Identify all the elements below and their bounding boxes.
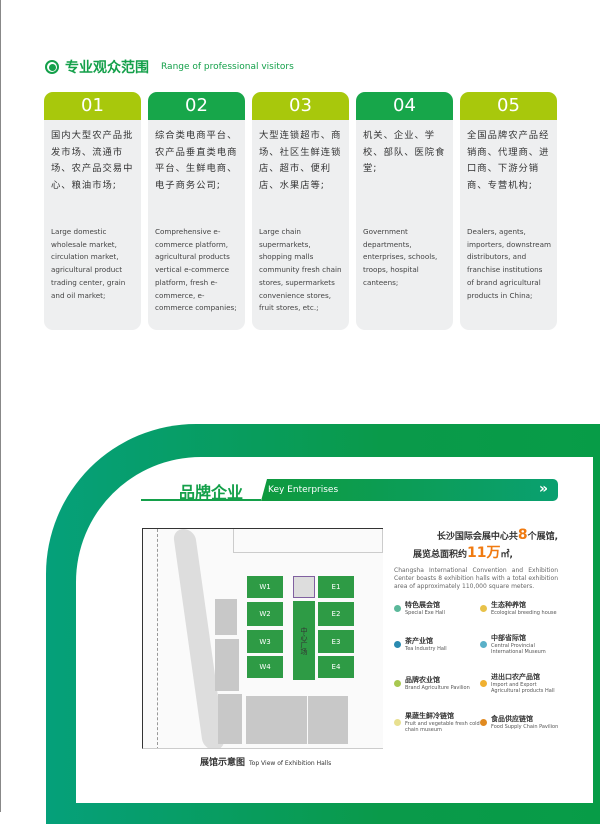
enterprises-header: 品牌企业 Key Enterprises » bbox=[141, 479, 558, 502]
card-en: Government departments, enterprises, sch… bbox=[363, 227, 438, 287]
visitors-subtitle: Range of professional visitors bbox=[161, 62, 294, 72]
venue-headline-2: 展览总面积约11万㎡, bbox=[394, 545, 558, 564]
visitor-card: 02 综合类电商平台、农产品垂直类电商平台、生鲜电商、电子商务公司; Compreh… bbox=[148, 92, 245, 330]
text: 个展馆, bbox=[527, 532, 558, 542]
card-zh: 国内大型农产品批发市场、流通市场、农产品交易中心、粮油市场; bbox=[51, 130, 134, 191]
caption-zh: 展馆示意图 bbox=[200, 758, 246, 768]
area-value: 11万 bbox=[467, 545, 501, 561]
visitors-title: 专业观众范围 bbox=[65, 60, 149, 76]
legend-en: Central Provincial International Museum bbox=[491, 643, 546, 655]
card-number: 05 bbox=[460, 92, 557, 120]
legend-zh: 特色展会馆 bbox=[405, 601, 440, 609]
legend-dot-icon bbox=[394, 604, 401, 612]
entrance-building bbox=[293, 576, 315, 598]
hall-count: 8 bbox=[517, 527, 528, 543]
text: ㎡, bbox=[500, 550, 513, 560]
exhibition-map: W1 W2 W3 W4 中心广场 E1 E2 E3 E4 bbox=[142, 528, 383, 749]
card-number: 04 bbox=[356, 92, 453, 120]
parking-lot bbox=[308, 696, 348, 744]
visitors-section-title: 专业观众范围 Range of professional visitors bbox=[45, 57, 294, 77]
legend-en: Fruit and vegetable fresh cold chain mus… bbox=[405, 721, 480, 733]
caption-en: Top View of Exhibition Halls bbox=[249, 760, 332, 767]
legend-zh: 食品供应链馆 bbox=[491, 715, 533, 723]
venue-info: 长沙国际会展中心共8个展馆, 展览总面积约11万㎡, Changsha Inte… bbox=[394, 528, 558, 591]
hall-e3[interactable]: E3 bbox=[318, 630, 354, 653]
card-en: Large chain supermarkets, shopping malls… bbox=[259, 227, 342, 313]
legend-dot-icon bbox=[394, 679, 401, 687]
legend-zh: 茶产业馆 bbox=[405, 637, 433, 645]
center-square[interactable]: 中心广场 bbox=[293, 601, 315, 680]
card-en: Comprehensive e-commerce platform, agric… bbox=[155, 227, 237, 313]
visitor-card: 04 机关、企业、学校、部队、医院食堂; Government department… bbox=[356, 92, 453, 330]
text: 长沙国际会展中心共 bbox=[436, 532, 518, 542]
card-number: 03 bbox=[252, 92, 349, 120]
card-zh: 全国品牌农产品经销商、代理商、进口商、下游分销商、专营机构; bbox=[467, 130, 550, 191]
card-number: 01 bbox=[44, 92, 141, 120]
legend-zh: 品牌农业馆 bbox=[405, 676, 440, 684]
legend-en: Special Exe Hall bbox=[405, 610, 445, 616]
legend-zh: 中部省际馆 bbox=[491, 634, 526, 642]
header-band bbox=[261, 479, 558, 501]
hall-e4[interactable]: E4 bbox=[318, 656, 354, 678]
hall-w3[interactable]: W3 bbox=[247, 630, 283, 653]
parking-lot bbox=[215, 639, 239, 691]
legend-en: Ecological breeding house bbox=[491, 610, 557, 616]
legend-zh: 生态种养馆 bbox=[491, 601, 526, 609]
card-en: Dealers, agents, importers, downstream d… bbox=[467, 227, 552, 300]
venue-headline-1: 长沙国际会展中心共8个展馆, bbox=[394, 528, 558, 545]
legend-dot-icon bbox=[480, 718, 487, 726]
legend-dot-icon bbox=[480, 679, 487, 687]
card-zh: 机关、企业、学校、部队、医院食堂; bbox=[363, 130, 446, 174]
legend-en: Tea Industry Hall bbox=[405, 646, 447, 652]
enterprises-subtitle: Key Enterprises bbox=[268, 485, 339, 495]
hall-w1[interactable]: W1 bbox=[247, 576, 283, 598]
text: 展览总面积约 bbox=[413, 550, 468, 560]
visitor-cards: 01 国内大型农产品批发市场、流通市场、农产品交易中心、粮油市场; Large do… bbox=[44, 92, 557, 330]
venue-description: Changsha International Convention and Ex… bbox=[394, 567, 558, 590]
card-number: 02 bbox=[148, 92, 245, 120]
visitor-card: 03 大型连锁超市、商场、社区生鲜连锁店、超市、便利店、水果店等; Large ch… bbox=[252, 92, 349, 330]
legend-dot-icon bbox=[480, 604, 487, 612]
visitor-card: 05 全国品牌农产品经销商、代理商、进口商、下游分销商、专营机构; Dealers,… bbox=[460, 92, 557, 330]
legend-en: Import and Export Agricultural products … bbox=[491, 682, 555, 694]
hall-e2[interactable]: E2 bbox=[318, 602, 354, 626]
legend-zh: 果蔬生鲜冷链馆 bbox=[405, 712, 454, 720]
card-zh: 大型连锁超市、商场、社区生鲜连锁店、超市、便利店、水果店等; bbox=[259, 130, 342, 191]
visitor-card: 01 国内大型农产品批发市场、流通市场、农产品交易中心、粮油市场; Large do… bbox=[44, 92, 141, 330]
legend-dot-icon bbox=[480, 640, 487, 648]
legend-zh: 进出口农产品馆 bbox=[491, 673, 540, 681]
legend-dot-icon bbox=[394, 640, 401, 648]
legend-en: Brand Agriculture Pavilion bbox=[405, 685, 470, 691]
parking-lot bbox=[215, 599, 237, 635]
hall-w4[interactable]: W4 bbox=[247, 656, 283, 678]
hall-w2[interactable]: W2 bbox=[247, 602, 283, 626]
parking-lot bbox=[218, 694, 242, 744]
legend-dot-icon bbox=[394, 718, 401, 726]
enterprises-title: 品牌企业 bbox=[179, 483, 244, 502]
map-caption: 展馆示意图 Top View of Exhibition Halls bbox=[200, 755, 331, 768]
hall-e1[interactable]: E1 bbox=[318, 576, 354, 598]
top-parking bbox=[233, 529, 383, 553]
road-line bbox=[157, 529, 158, 748]
header-underline bbox=[141, 499, 261, 501]
parking-lot bbox=[246, 696, 307, 744]
legend-en: Food Supply Chain Pavilion bbox=[491, 724, 559, 730]
card-zh: 综合类电商平台、农产品垂直类电商平台、生鲜电商、电子商务公司; bbox=[155, 130, 238, 191]
bullet-icon bbox=[45, 60, 59, 74]
double-chevron-icon[interactable]: » bbox=[538, 481, 548, 497]
card-en: Large domestic wholesale market, circula… bbox=[51, 227, 126, 300]
